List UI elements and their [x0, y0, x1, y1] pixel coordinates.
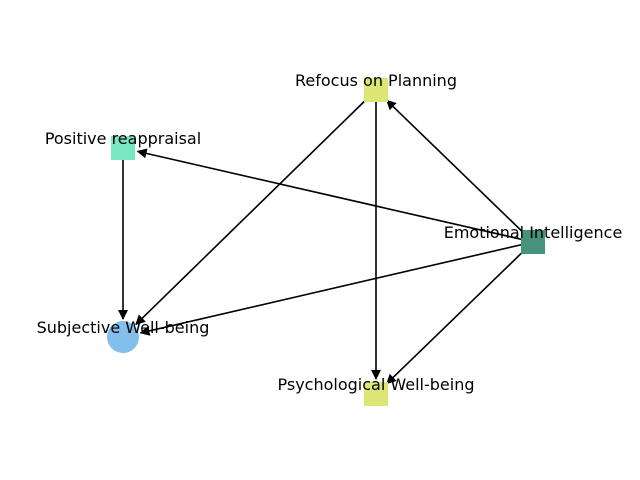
node-label-swb: Subjective Well-being [37, 318, 210, 337]
node-pwb [364, 382, 388, 406]
edge-rp-to-swb [135, 89, 377, 326]
node-label-pr: Positive reappraisal [45, 129, 201, 148]
edge-ei-to-pwb [386, 241, 534, 385]
nodes-layer [107, 78, 545, 406]
edge-ei-to-swb [139, 241, 534, 336]
node-rp [364, 78, 388, 102]
node-pr [111, 136, 135, 160]
labels-layer: Emotional Intelligence Refocus on Plannin… [37, 71, 623, 394]
edges-layer [118, 89, 534, 385]
edge-ei-to-pr [136, 148, 534, 243]
node-label-pwb: Psychological Well-being [278, 375, 475, 394]
node-label-rp: Refocus on Planning [295, 71, 457, 90]
node-swb [107, 321, 139, 353]
node-label-ei: Emotional Intelligence [444, 223, 623, 242]
node-ei [521, 230, 545, 254]
edge-ei-to-rp [386, 99, 534, 243]
